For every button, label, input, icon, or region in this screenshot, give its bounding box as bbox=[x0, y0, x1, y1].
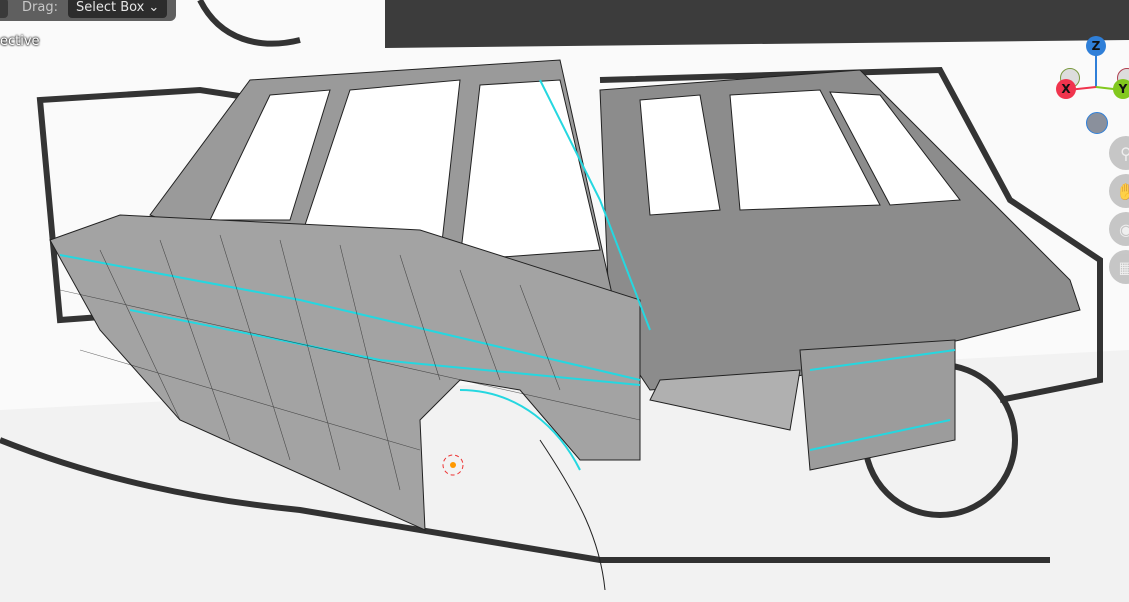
select-mode-dropdown[interactable]: Select Box ⌄ bbox=[67, 0, 168, 18]
chevron-down-icon: ⌄ bbox=[148, 0, 160, 15]
header-button[interactable] bbox=[0, 0, 8, 18]
curve bbox=[539, 439, 606, 591]
viewport-header: Drag: Select Box ⌄ bbox=[0, 0, 176, 21]
neg-z-axis-handle[interactable] bbox=[1086, 112, 1108, 134]
z-axis-handle[interactable]: Z bbox=[1086, 36, 1106, 56]
selected-edges bbox=[59, 79, 956, 471]
car-body-mesh bbox=[49, 59, 1081, 531]
select-mode-label: Select Box bbox=[75, 0, 145, 15]
y-axis-handle[interactable]: Y bbox=[1113, 79, 1129, 99]
grid-icon[interactable]: ▦ bbox=[1109, 250, 1129, 284]
dark-background-area bbox=[385, 0, 1129, 48]
x-axis-handle[interactable]: X bbox=[1056, 79, 1076, 99]
3d-cursor bbox=[442, 454, 464, 476]
pan-hand-icon[interactable]: ✋ bbox=[1109, 174, 1129, 208]
mesh-wireframe bbox=[59, 234, 641, 491]
drag-label: Drag: bbox=[22, 0, 58, 15]
view-label: ective bbox=[0, 34, 40, 49]
zoom-icon[interactable]: ⚲ bbox=[1109, 136, 1129, 170]
camera-icon[interactable]: ◉ bbox=[1109, 212, 1129, 246]
